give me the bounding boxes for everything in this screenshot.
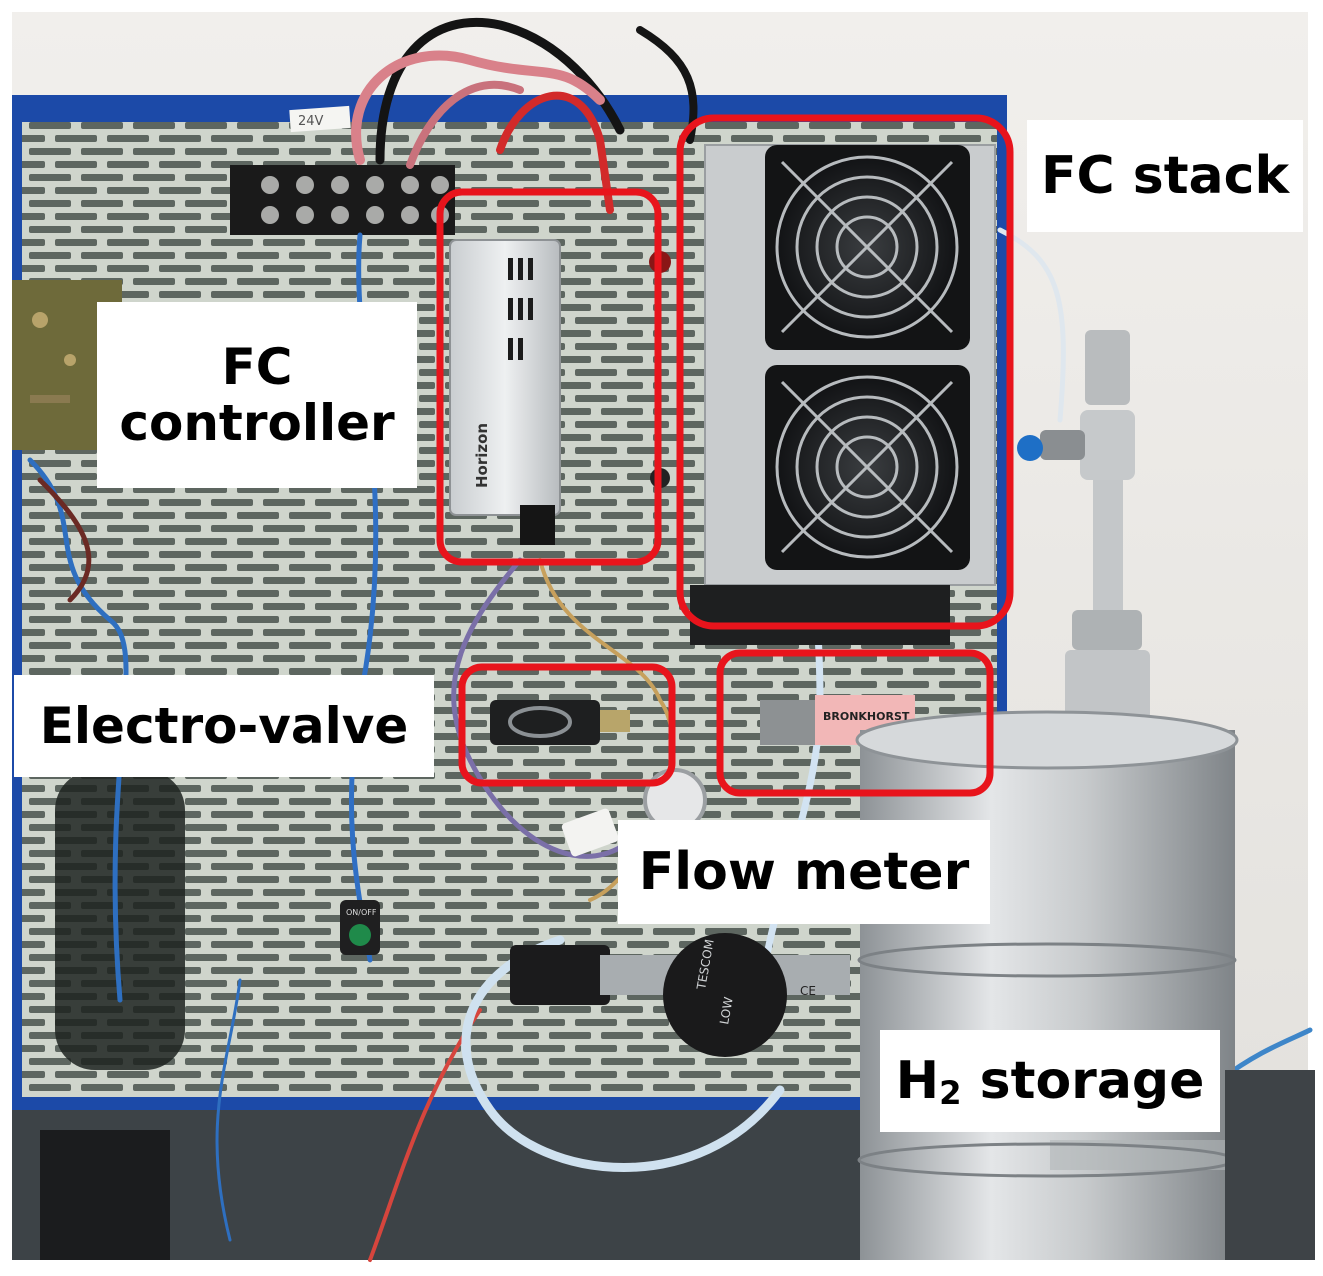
controller-brand: Horizon [473,423,491,488]
highlight-fc-controller [436,188,662,566]
label-fc-controller-line1: FC [221,338,293,396]
label-h2-storage-rest: storage [961,1050,1205,1111]
fan-top [765,145,970,350]
fc-controller-box [449,239,561,516]
terminal-tag: 24V [298,114,324,129]
regulator-mark: LOW [717,996,736,1026]
label-flow-meter: Flow meter [618,820,990,924]
terminal-block [230,165,455,235]
label-fc-stack: FC stack [1027,120,1303,232]
highlight-electro-valve [458,663,676,787]
label-fc-controller: FC controller [97,302,417,488]
dark-cylinder [55,770,185,1070]
flow-meter-device [760,700,820,745]
hydrogen-storage-tank [855,710,1239,1260]
label-h2-storage-sub: 2 [939,1074,962,1113]
label-fc-stack-text: FC stack [1040,145,1290,206]
highlight-boxes [436,114,1014,797]
on-off-switch: ON/OFF [340,900,380,955]
label-h2-storage-h: H [895,1050,940,1111]
regulator-ce: CE [800,984,816,998]
label-electro-valve-text: Electro-valve [39,697,409,755]
hydrogen-fitting [1017,330,1150,720]
pressure-regulator [663,933,787,1057]
switch-label: ON/OFF [346,908,377,917]
highlight-flow-meter [716,649,994,797]
black-canister [40,1130,170,1260]
right-device [1225,1070,1315,1260]
label-fc-controller-line2: controller [119,394,395,452]
label-flow-meter-text: Flow meter [638,841,970,902]
fan-bottom [765,365,970,570]
highlight-fc-stack [676,114,1014,630]
label-electro-valve: Electro-valve [14,675,434,777]
flow-meter-brand: BRONKHORST [823,710,910,723]
solenoid [510,945,610,1005]
